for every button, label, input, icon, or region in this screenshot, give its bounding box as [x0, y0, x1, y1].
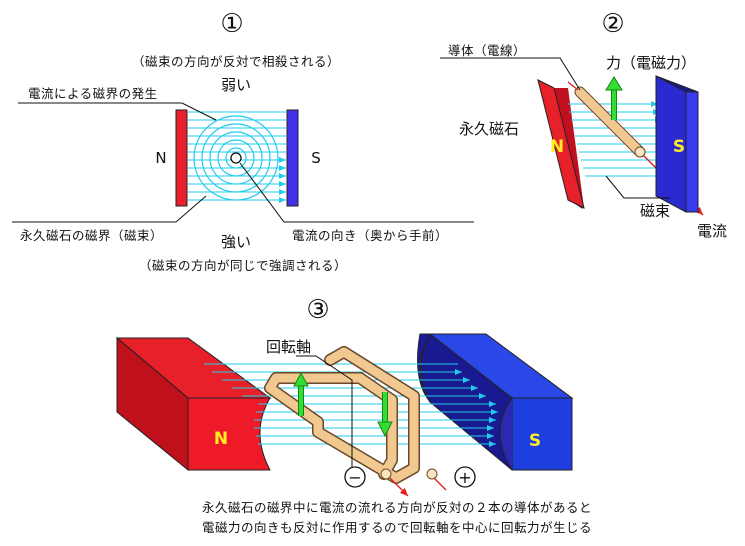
panel-2-magnet-s-side [685, 91, 699, 213]
panel-3-magnet-n-face [187, 397, 271, 471]
panel-3-minus-text: − [348, 468, 361, 487]
panel-3-plus-text: + [458, 468, 471, 487]
panel-1-pole-n: N [155, 149, 166, 167]
panel-1-field-label: 電流による磁界の発生 [28, 86, 158, 101]
panel-1-magnet-s [286, 109, 299, 207]
panel-3-coil [264, 346, 420, 484]
panel-3: ③ 回転軸 [115, 295, 592, 535]
panel-3-axis-label: 回転軸 [266, 338, 311, 356]
panel-1-wire-cross-section [230, 152, 242, 164]
panel-3-force-down-arrow [377, 392, 393, 438]
panel-2-pole-s: S [673, 137, 685, 157]
panel-3-magnet-s-face [511, 397, 573, 471]
panel-3-caption-line-1: 永久磁石の磁界中に電流の流れる方向が反対の２本の導体があると [202, 500, 592, 515]
panel-2-conductor-leader [440, 57, 581, 91]
panel-1-magnet-n [175, 109, 188, 207]
panel-1-weak-label: 弱い [221, 76, 251, 94]
panel-1-note-bottom: （磁束の方向が同じで強調される） [139, 258, 347, 273]
panel-1-note-top: （磁束の方向が反対で相殺される） [132, 54, 340, 69]
panel-2-magnet-label: 永久磁石 [459, 120, 519, 138]
panel-2-force-arrowhead [605, 76, 623, 91]
panel-3-axis-leader [296, 355, 353, 470]
panel-3-pole-n: N [214, 429, 228, 449]
panel-3-current-arrow-2 [433, 477, 447, 491]
panel-1-field-label-leader [18, 102, 217, 121]
panel-1-pole-s: S [311, 149, 321, 167]
panel-2-force-label: 力（電磁力） [606, 54, 696, 72]
panel-3-force-up-arrow [293, 371, 309, 416]
panel-2-flux-leader [605, 175, 670, 199]
panel-1-magnet-field-leader [12, 195, 207, 223]
panel-3-magnet-s-curve [499, 397, 513, 471]
panel-3-current-arrow [389, 477, 409, 497]
panel-2-current-label: 電流 [697, 222, 727, 240]
panel-2-conductor-body [575, 87, 645, 157]
panel-3-plus-symbol [454, 466, 476, 488]
panel-3-minus-symbol [344, 466, 366, 488]
panel-2-current-tail [567, 81, 579, 91]
panel-3-conductor-end-minus [380, 468, 392, 480]
panel-2-conductor-label: 導体（電線） [448, 43, 526, 58]
panel-2-conductor-end [634, 146, 646, 158]
panel-3-number: ③ [306, 295, 329, 325]
panel-1-concentric-field [193, 115, 279, 201]
panel-2-pole-n: N [550, 137, 564, 157]
panel-1-number: ① [220, 9, 243, 39]
panel-1-current-dir-leader [239, 162, 474, 223]
panel-3-caption-line-2: 電磁力の向きも反対に作用するので回転軸を中心に回転力が生じる [202, 520, 592, 535]
panel-1: ① （磁束の方向が反対で相殺される） 弱い [12, 9, 474, 273]
panel-2-flux-label: 磁束 [640, 202, 670, 220]
panel-1-magnet-field-label: 永久磁石の磁界（磁束） [20, 228, 163, 243]
panel-2-number: ② [601, 9, 624, 39]
panel-1-strong-label: 強い [221, 233, 251, 251]
panel-1-current-dir-label: 電流の向き（奥から手前） [292, 228, 448, 243]
panel-2-magnet-n-face [537, 79, 585, 209]
panel-3-conductor-end-plus [426, 468, 438, 480]
panel-2: ② N S [440, 9, 727, 240]
panel-3-pole-s: S [529, 431, 541, 451]
